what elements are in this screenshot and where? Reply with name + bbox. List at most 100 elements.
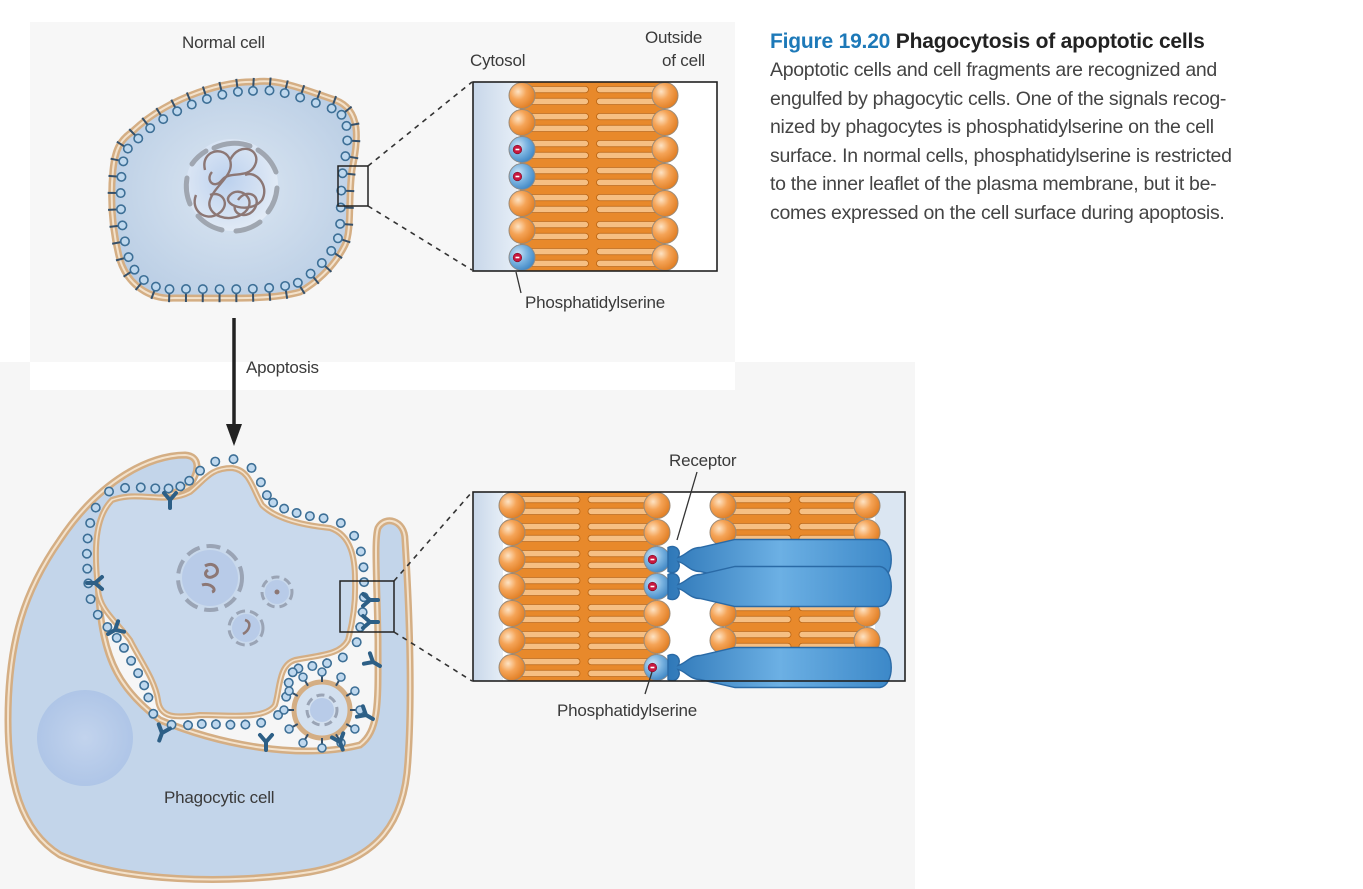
- receptor: [667, 646, 892, 689]
- figure-caption: Figure 19.20 Phagocytosis of apoptotic c…: [770, 28, 1360, 227]
- bottom-membrane-inset: [472, 471, 906, 695]
- lipid-tail: [596, 220, 662, 229]
- lipid-tail: [587, 576, 653, 585]
- lipid-tail: [587, 522, 653, 531]
- lipid-tail: [515, 549, 581, 558]
- lipid-tail: [728, 507, 792, 516]
- normal-cell: [107, 77, 473, 303]
- lipid-tail: [515, 630, 581, 639]
- receptor-icon: [361, 614, 380, 630]
- phospholipid-head: [498, 519, 526, 546]
- surface-lipid-icon: [336, 109, 347, 120]
- lipid-tail: [798, 507, 862, 516]
- surface-lipid-icon: [335, 218, 346, 229]
- lipid-tail: [515, 534, 581, 543]
- lipid-tail: [587, 642, 653, 651]
- surface-lipid-icon: [261, 490, 272, 501]
- phospholipid-head: [709, 492, 737, 519]
- lipid-tail: [596, 247, 662, 256]
- lipid-tail: [587, 507, 653, 516]
- surface-lipid-icon: [307, 661, 318, 672]
- surface-lipid-icon: [143, 692, 154, 703]
- lipid-tail: [728, 615, 792, 624]
- lipid-tail: [587, 615, 653, 624]
- lipid-tail: [587, 495, 653, 504]
- surface-lipid-icon: [326, 103, 337, 114]
- phospholipid-head: [498, 546, 526, 573]
- lipid-tail: [596, 193, 662, 202]
- minus-sign-icon: [515, 175, 520, 178]
- surface-lipid-icon: [228, 454, 239, 465]
- receptor-icon: [258, 733, 274, 752]
- surface-lipid-icon: [102, 621, 113, 632]
- surface-lipid-icon: [116, 171, 127, 182]
- caption-line: comes expressed on the cell surface duri…: [770, 201, 1225, 224]
- label-cytosol: Cytosol: [470, 51, 526, 70]
- surface-lipid-icon: [90, 502, 101, 513]
- surface-lipid-icon: [273, 710, 284, 721]
- phospholipid-head: [498, 627, 526, 654]
- phospholipid-head: [508, 109, 536, 136]
- minus-sign-icon: [650, 558, 655, 561]
- caption-heading: Figure 19.20 Phagocytosis of apoptotic c…: [770, 28, 1360, 56]
- surface-lipid-icon: [342, 135, 353, 146]
- surface-lipid-icon: [337, 168, 348, 179]
- surface-lipid-icon: [336, 185, 347, 196]
- zoom-guide-line: [367, 81, 473, 167]
- lipid-tail: [596, 178, 662, 187]
- surface-lipid-icon: [195, 465, 206, 476]
- phospholipid-head: [498, 600, 526, 627]
- surface-lipid-icon: [104, 486, 115, 497]
- surface-lipid-icon: [116, 204, 127, 215]
- receptor-icon: [329, 731, 346, 752]
- surface-lipid-icon: [158, 114, 169, 125]
- surface-lipid-icon: [310, 97, 321, 108]
- surface-lipid-icon: [351, 637, 362, 648]
- lipid-tail: [587, 669, 653, 678]
- surface-lipid-icon: [240, 719, 251, 730]
- surface-lipid-icon: [317, 667, 327, 677]
- surface-lipid-icon: [284, 686, 294, 696]
- phospholipid-head: [508, 190, 536, 217]
- surface-lipid-icon: [336, 672, 346, 682]
- surface-lipid-icon: [255, 477, 266, 488]
- surface-lipid-icon: [111, 632, 122, 643]
- caption-line: Apoptotic cells and cell fragments are r…: [770, 59, 1217, 81]
- lipid-tail: [596, 97, 662, 106]
- lipid-tail: [728, 630, 792, 639]
- panel-gap: [30, 362, 735, 390]
- surface-lipid-icon: [117, 220, 128, 231]
- surface-lipid-icon: [340, 151, 351, 162]
- label-phosphatidylserine-bottom: Phosphatidylserine: [557, 701, 698, 720]
- surface-lipid-icon: [122, 143, 133, 154]
- surface-lipid-icon: [283, 677, 294, 688]
- lipid-tail: [596, 151, 662, 160]
- surface-lipid-icon: [217, 89, 228, 100]
- lipid-tail: [596, 205, 662, 214]
- surface-lipid-icon: [279, 705, 289, 715]
- apoptotic-cell-surface-ps: [81, 454, 370, 731]
- surface-lipid-icon: [85, 518, 96, 529]
- surface-lipid-icon: [115, 188, 126, 199]
- surface-lipid-icon: [326, 245, 337, 256]
- surface-lipid-icon: [247, 283, 258, 294]
- surface-lipid-icon: [350, 724, 360, 734]
- lipid-tail: [515, 576, 581, 585]
- surface-lipid-icon: [172, 106, 183, 117]
- lipid-tail: [515, 588, 581, 597]
- surface-lipid-icon: [133, 133, 144, 144]
- surface-lipid-icon: [201, 93, 212, 104]
- lipid-tail: [798, 495, 862, 504]
- surface-lipid-icon: [268, 497, 279, 508]
- lipid-tail: [515, 507, 581, 516]
- surface-lipid-icon: [82, 563, 93, 574]
- surface-lipid-icon: [82, 533, 93, 544]
- receptor-icon: [354, 704, 375, 721]
- surface-lipid-icon: [355, 546, 366, 557]
- surface-lipid-icon: [341, 120, 352, 131]
- phospholipid-head: [508, 82, 536, 109]
- lipid-tail: [515, 657, 581, 666]
- surface-lipid-icon: [186, 99, 197, 110]
- surface-lipid-icon: [214, 284, 225, 295]
